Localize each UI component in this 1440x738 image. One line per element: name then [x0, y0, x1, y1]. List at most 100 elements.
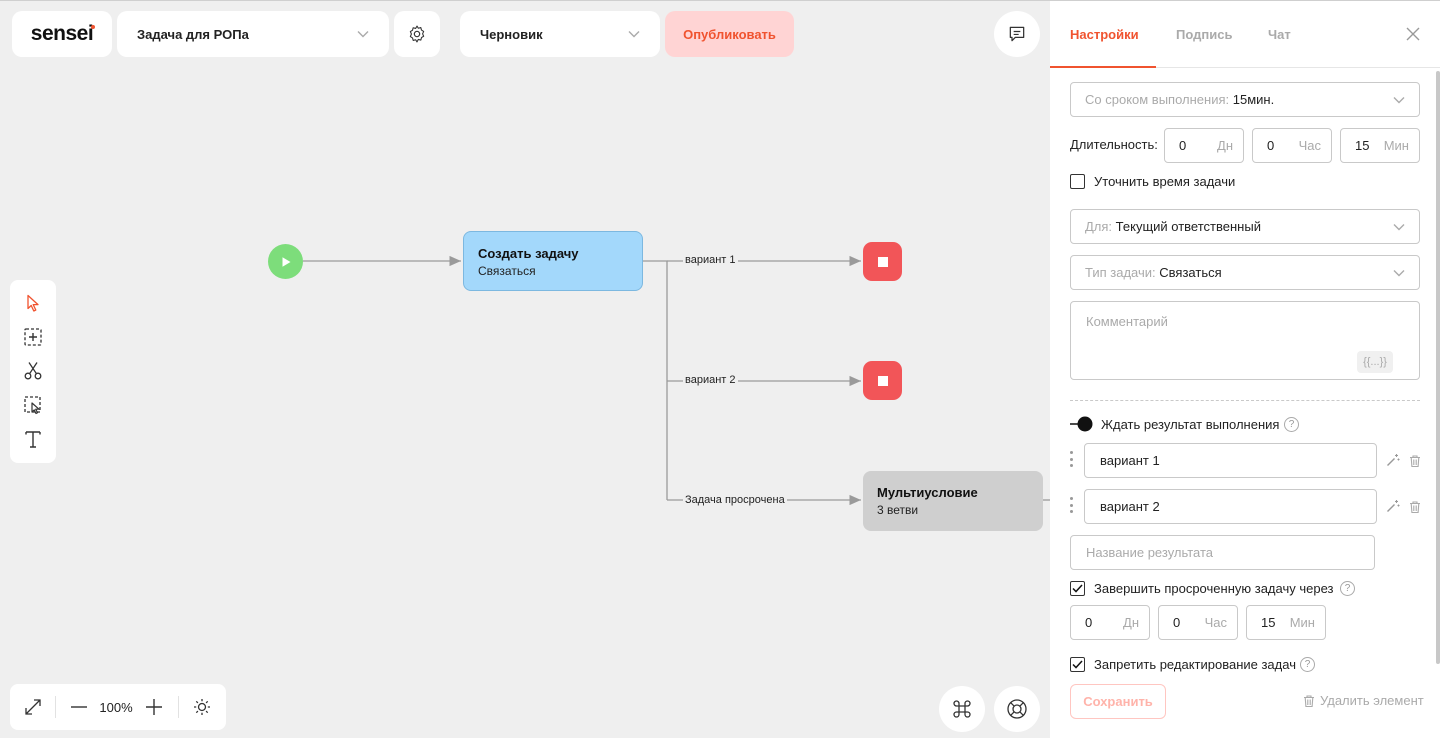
- start-node[interactable]: [268, 244, 303, 279]
- status-dropdown[interactable]: Черновик: [460, 11, 660, 57]
- result-input-2[interactable]: вариант 2: [1084, 489, 1377, 524]
- duration-days-input[interactable]: 0 Дн: [1164, 128, 1244, 163]
- result-value-1: вариант 1: [1100, 453, 1160, 468]
- settings-panel: Настройки Подпись Чат Со сроком выполнен…: [1050, 1, 1440, 738]
- assignee-label: Для:: [1085, 219, 1113, 234]
- text-tool[interactable]: [22, 428, 44, 450]
- duration-minutes-value: 15: [1355, 138, 1370, 153]
- divider: [178, 696, 179, 718]
- multi-node-title: Мультиусловие: [877, 485, 978, 500]
- save-button[interactable]: Сохранить: [1070, 684, 1166, 719]
- result-input-1[interactable]: вариант 1: [1084, 443, 1377, 478]
- chevron-down-icon: [1393, 223, 1405, 230]
- wait-result-toggle[interactable]: [1070, 416, 1094, 432]
- task-type-text: Тип задачи: Связаться: [1085, 265, 1222, 280]
- divider: [55, 696, 56, 718]
- fullscreen-button[interactable]: [22, 696, 44, 718]
- duration-hours-value: 0: [1267, 138, 1275, 153]
- task-type-label: Тип задачи:: [1085, 265, 1156, 280]
- deadline-text: Со сроком выполнения: 15мин.: [1085, 92, 1274, 107]
- command-icon: [953, 700, 971, 718]
- comments-button[interactable]: [994, 11, 1040, 57]
- task-node-subtitle: Связаться: [478, 264, 536, 278]
- zoom-out-button[interactable]: [68, 696, 90, 718]
- end-node-2[interactable]: [863, 361, 902, 400]
- scissors-icon: [24, 362, 42, 380]
- task-node-title: Создать задачу: [478, 246, 579, 261]
- minutes-unit: Мин: [1383, 138, 1409, 153]
- wait-result-label: Ждать результат выполнения: [1101, 417, 1280, 432]
- task-node[interactable]: Создать задачу Связаться: [463, 231, 643, 291]
- task-name-dropdown[interactable]: Задача для РОПа: [117, 11, 389, 57]
- multi-node-subtitle: 3 ветви: [877, 503, 919, 517]
- select-tool[interactable]: [22, 292, 44, 314]
- tab-signature[interactable]: Подпись: [1176, 27, 1233, 42]
- multi-condition-node[interactable]: Мультиусловие 3 ветви: [863, 471, 1043, 531]
- assignee-value: Текущий ответственный: [1115, 219, 1261, 234]
- help-icon[interactable]: ?: [1284, 417, 1299, 432]
- lifebuoy-icon: [1007, 699, 1027, 719]
- clarify-time-checkbox[interactable]: [1070, 174, 1085, 189]
- stop-icon: [877, 256, 888, 267]
- overdue-hours-value: 0: [1173, 615, 1181, 630]
- hours-unit: Час: [1298, 138, 1321, 153]
- duration-hours-input[interactable]: 0 Час: [1252, 128, 1332, 163]
- forbid-edit-checkbox[interactable]: [1070, 657, 1085, 672]
- edge-label-overdue: Задача просрочена: [683, 494, 787, 506]
- zoom-in-button[interactable]: [143, 696, 165, 718]
- theme-toggle-button[interactable]: [191, 696, 213, 718]
- task-type-select[interactable]: Тип задачи: Связаться: [1070, 255, 1420, 290]
- zoom-level: 100%: [99, 699, 133, 715]
- comment-placeholder: Комментарий: [1086, 314, 1168, 329]
- help-icon[interactable]: ?: [1340, 581, 1355, 596]
- tab-chat[interactable]: Чат: [1268, 27, 1291, 42]
- drag-handle-icon[interactable]: [1069, 451, 1073, 467]
- magic-wand-icon[interactable]: [1386, 453, 1400, 467]
- add-box-icon: [24, 328, 42, 346]
- logo-text: sensei: [30, 22, 94, 45]
- deadline-select[interactable]: Со сроком выполнения: 15мин.: [1070, 82, 1420, 117]
- end-node-1[interactable]: [863, 242, 902, 281]
- add-node-tool[interactable]: [22, 326, 44, 348]
- trash-icon[interactable]: [1408, 500, 1422, 514]
- area-select-tool[interactable]: [22, 394, 44, 416]
- trash-icon[interactable]: [1408, 454, 1422, 468]
- days-unit: Дн: [1217, 138, 1233, 153]
- publish-button[interactable]: Опубликовать: [665, 11, 794, 57]
- help-icon[interactable]: ?: [1300, 657, 1315, 672]
- assignee-text: Для: Текущий ответственный: [1085, 219, 1261, 234]
- chevron-down-icon: [1393, 96, 1405, 103]
- finish-overdue-checkbox[interactable]: [1070, 581, 1085, 596]
- cursor-icon: [27, 294, 39, 312]
- assignee-select[interactable]: Для: Текущий ответственный: [1070, 209, 1420, 244]
- result-value-2: вариант 2: [1100, 499, 1160, 514]
- chevron-down-icon: [1393, 269, 1405, 276]
- drag-handle-icon[interactable]: [1069, 497, 1073, 513]
- shortcuts-button[interactable]: [939, 686, 985, 732]
- settings-button[interactable]: [394, 11, 440, 57]
- help-button[interactable]: [994, 686, 1040, 732]
- logo-dot: [91, 25, 95, 29]
- task-name: Задача для РОПа: [137, 26, 249, 42]
- panel-scrollbar[interactable]: [1436, 71, 1440, 664]
- template-variables-button[interactable]: {{...}}: [1357, 351, 1393, 373]
- deadline-label: Со сроком выполнения:: [1085, 92, 1230, 107]
- chevron-down-icon: [357, 31, 369, 38]
- result-name-input[interactable]: Название результата: [1070, 535, 1375, 570]
- top-border: [0, 0, 1440, 1]
- days-unit: Дн: [1123, 615, 1139, 630]
- close-icon[interactable]: [1404, 25, 1422, 43]
- forbid-edit-label: Запретить редактирование задач: [1094, 657, 1296, 672]
- chevron-down-icon: [628, 31, 640, 38]
- section-divider: [1070, 400, 1420, 401]
- logo[interactable]: sensei: [12, 11, 112, 57]
- duration-days-value: 0: [1179, 138, 1187, 153]
- tab-settings[interactable]: Настройки: [1070, 27, 1139, 42]
- delete-element-button[interactable]: Удалить элемент: [1302, 693, 1424, 708]
- cut-tool[interactable]: [22, 360, 44, 382]
- duration-minutes-input[interactable]: 15 Мин: [1340, 128, 1420, 163]
- magic-wand-icon[interactable]: [1386, 499, 1400, 513]
